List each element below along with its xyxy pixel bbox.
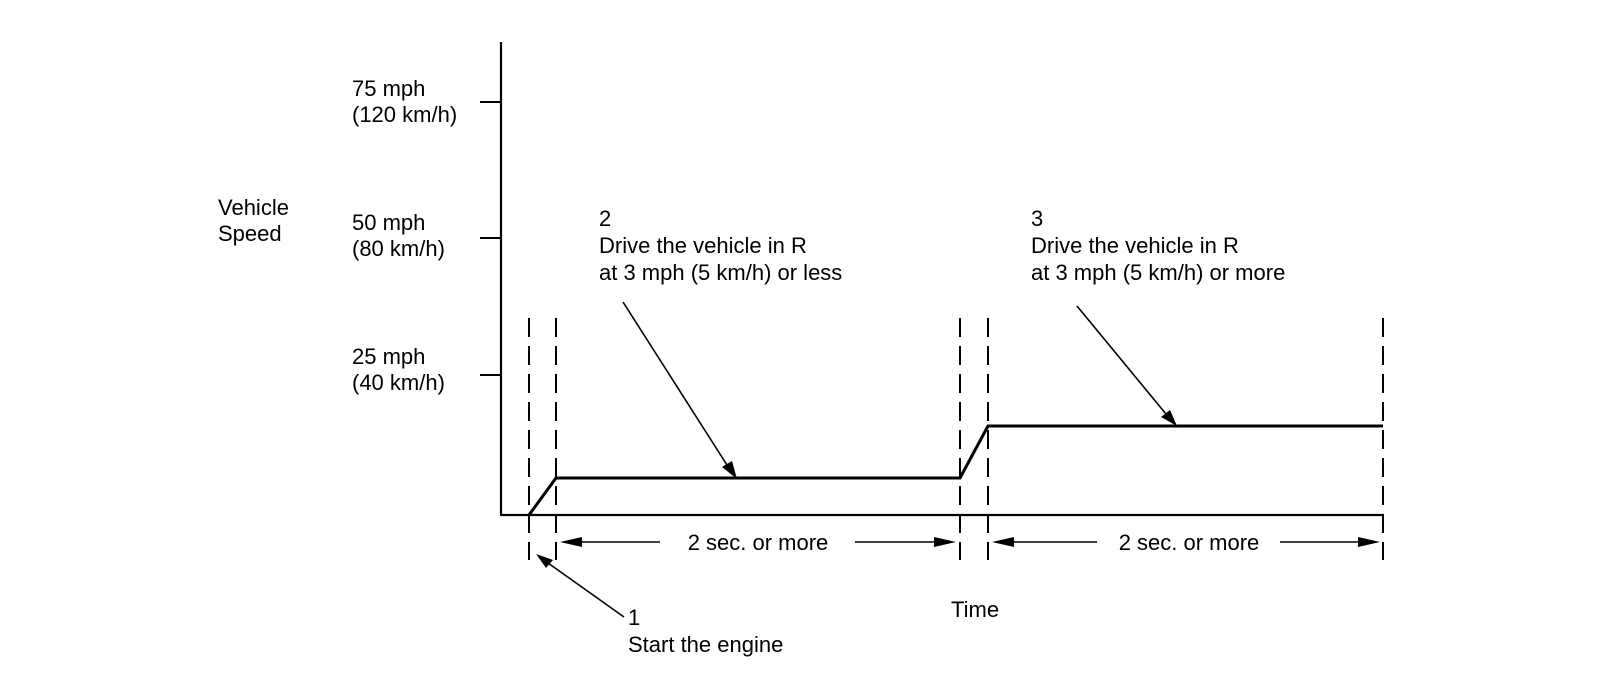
callout-2-leader [622,301,728,466]
speed-trace [527,424,1383,516]
callout-1-label: Start the engine [628,632,783,657]
callout-3-arrowhead [1161,410,1177,426]
duration-1-right-arrowhead [934,537,956,547]
callout-3-line1: Drive the vehicle in R [1031,233,1239,258]
callout-1-number: 1 [628,605,640,630]
duration-2-label: 2 sec. or more [1119,530,1260,555]
callout-3-line2: at 3 mph (5 km/h) or more [1031,260,1285,285]
callout-2-line1: Drive the vehicle in R [599,233,807,258]
tick-75-mph-label: 75 mph [352,76,425,101]
callout-1-leader [547,562,625,618]
duration-2-right-arrowhead [1358,537,1380,547]
tick-75-kmh-label: (120 km/h) [352,102,457,127]
callout-2-number: 2 [599,206,611,231]
callout-2-arrowhead [722,461,737,479]
y-axis-label-line1: Vehicle [218,195,289,220]
tick-25-mph-label: 25 mph [352,344,425,369]
callout-2-line2: at 3 mph (5 km/h) or less [599,260,842,285]
callout-1-arrowhead [536,554,553,568]
duration-2-left-arrowhead [992,537,1014,547]
y-axis-label-line2: Speed [218,221,282,246]
duration-1-label: 2 sec. or more [688,530,829,555]
callout-3-leader [1076,305,1167,415]
tick-50-mph-label: 50 mph [352,210,425,235]
callout-3-number: 3 [1031,206,1043,231]
x-axis-label: Time [951,597,999,622]
tick-50-kmh-label: (80 km/h) [352,236,445,261]
duration-1-left-arrowhead [560,537,582,547]
tick-25-kmh-label: (40 km/h) [352,370,445,395]
